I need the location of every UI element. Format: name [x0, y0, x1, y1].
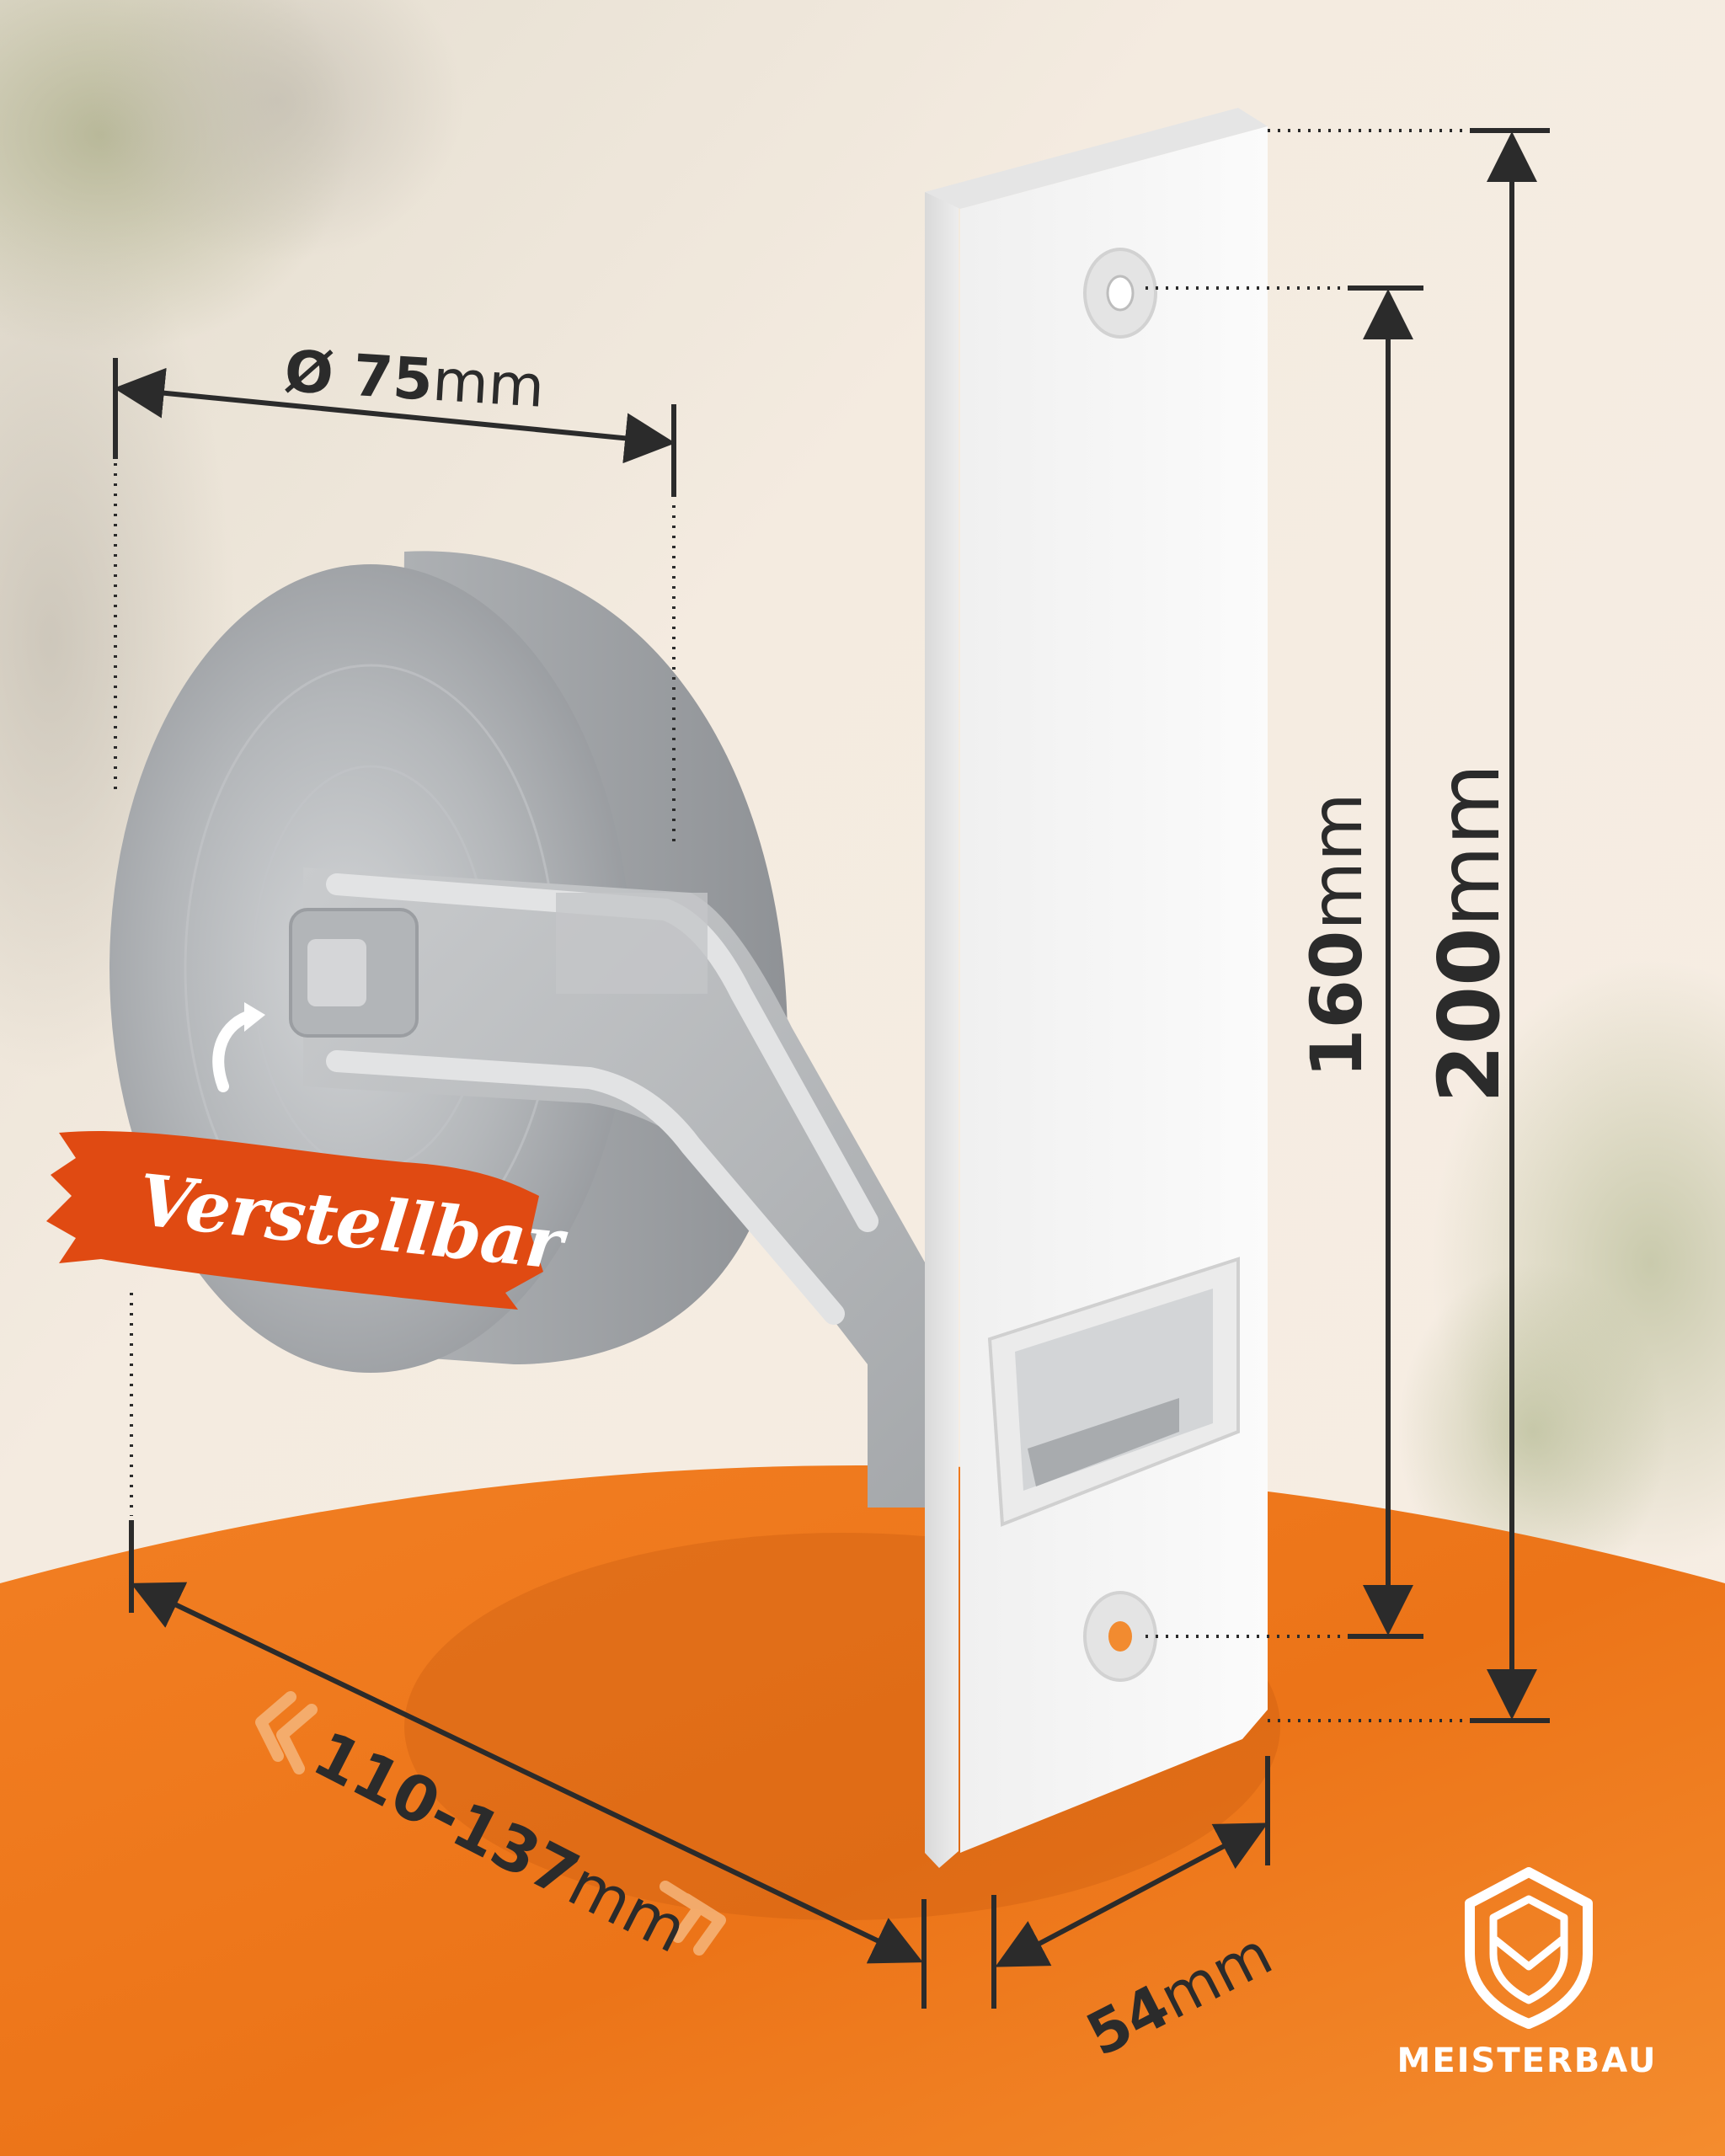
plate-height-label: 200mm	[1420, 763, 1519, 1103]
diameter-value: Ø 75	[282, 339, 435, 414]
shield-logo-icon	[1465, 1867, 1593, 2029]
diameter-unit: mm	[430, 347, 547, 421]
plate-height-unit: mm	[1420, 763, 1519, 928]
hole-distance-label: 160mm	[1295, 792, 1378, 1078]
brand-name: MEISTERBAU	[1397, 2041, 1658, 2080]
diameter-label: Ø 75mm	[283, 339, 547, 421]
hole-distance-unit: mm	[1295, 792, 1378, 931]
hole-distance-value: 160	[1295, 930, 1378, 1078]
plate-height-value: 200	[1420, 927, 1519, 1103]
